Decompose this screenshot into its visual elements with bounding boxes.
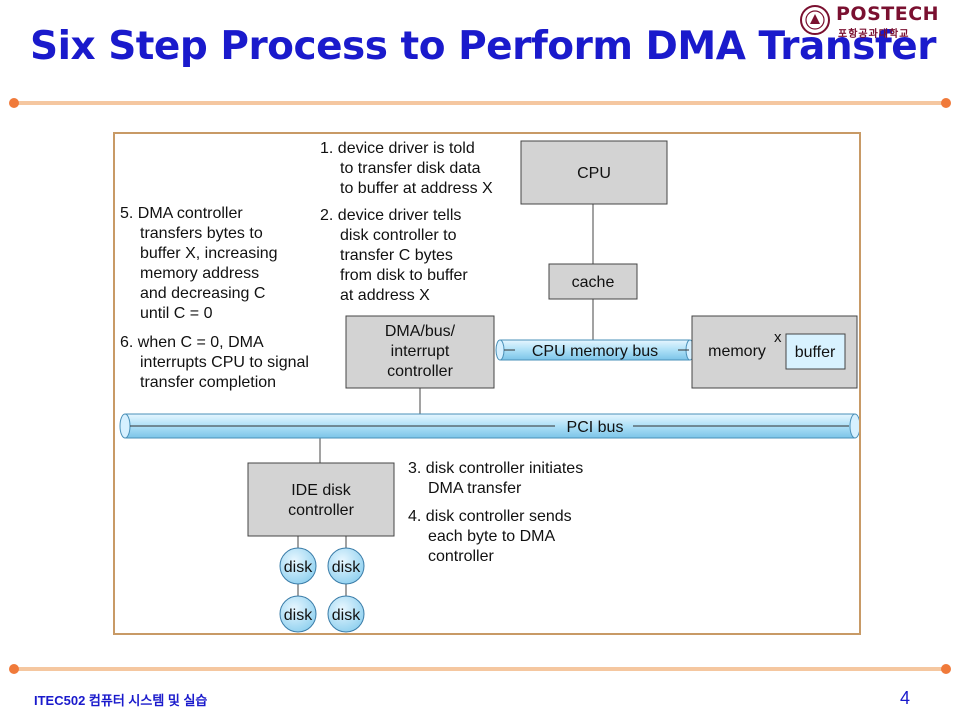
dma-diagram-canvas: CPU memory bus PCI bus CPU cache DMA/bus… <box>119 140 861 633</box>
cache-label: cache <box>572 274 615 291</box>
slide-title: Six Step Process to Perform DMA Transfer <box>30 24 936 69</box>
top-divider <box>9 98 951 108</box>
step5-line5: and decreasing C <box>140 285 265 302</box>
logo-subtext: 포항공과대학교 <box>838 29 910 40</box>
page-number: 4 <box>900 688 911 708</box>
step5-line4: memory address <box>140 265 259 282</box>
course-footer: ITEC502 컴퓨터 시스템 및 실습 <box>34 693 208 708</box>
postech-logo: POSTECH 포항공과대학교 <box>798 3 948 40</box>
dma-diagram: CPU memory bus PCI bus CPU cache DMA/bus… <box>113 132 861 635</box>
cpu-memory-bus-label: CPU memory bus <box>532 343 658 360</box>
disk-icon: disk <box>279 595 317 633</box>
disk-icon: disk <box>279 547 317 585</box>
step-annotations: 1. device driver is told to transfer dis… <box>120 140 583 565</box>
disk-label: disk <box>284 559 313 576</box>
step4-line3: controller <box>428 548 494 565</box>
pci-bus-label: PCI bus <box>567 419 624 436</box>
step1-line2: to transfer disk data <box>340 160 481 177</box>
step2-line1: 2. device driver tells <box>320 207 461 224</box>
bottom-divider <box>9 664 951 674</box>
memory-label: memory <box>708 343 766 360</box>
disk-icon: disk <box>327 547 365 585</box>
memory-box: memory x buffer <box>691 315 858 389</box>
step2-line2: disk controller to <box>340 227 457 244</box>
step1-line3: to buffer at address X <box>340 180 493 197</box>
ide-label-line2: controller <box>288 502 354 519</box>
disk-label: disk <box>332 607 361 624</box>
cpu-box: CPU <box>520 140 668 205</box>
disk-array: disk disk disk disk <box>279 547 365 633</box>
step4-line2: each byte to DMA <box>428 528 556 545</box>
step5-line2: transfers bytes to <box>140 225 263 242</box>
university-seal-icon <box>800 5 830 35</box>
disk-label: disk <box>284 607 313 624</box>
step6-line1: 6. when C = 0, DMA <box>120 334 264 351</box>
step4-line1: 4. disk controller sends <box>408 508 572 525</box>
cache-box: cache <box>548 263 638 300</box>
step5-line1: 5. DMA controller <box>120 205 243 222</box>
logo-wordmark: POSTECH <box>836 3 940 25</box>
dma-controller-box: DMA/bus/ interrupt controller <box>345 315 495 389</box>
connector-lines <box>297 204 594 597</box>
cpu-memory-bus: CPU memory bus <box>495 339 695 361</box>
disk-icon: disk <box>327 595 365 633</box>
cpu-label: CPU <box>577 165 611 182</box>
step3-line2: DMA transfer <box>428 480 522 497</box>
step3-line1: 3. disk controller initiates <box>408 460 583 477</box>
disk-label: disk <box>332 559 361 576</box>
buffer-label: buffer <box>795 344 836 361</box>
step2-line5: at address X <box>340 287 430 304</box>
pci-bus: PCI bus <box>119 413 861 439</box>
step2-line3: transfer C bytes <box>340 247 453 264</box>
step2-line4: from disk to buffer <box>340 267 468 284</box>
step5-line6: until C = 0 <box>140 305 213 322</box>
buffer-address-label: x <box>774 329 782 346</box>
step6-line3: transfer completion <box>140 374 276 391</box>
ide-label-line1: IDE disk <box>291 482 352 499</box>
step1-line1: 1. device driver is told <box>320 140 475 157</box>
dma-label-line2: interrupt <box>391 343 450 360</box>
ide-controller-box: IDE disk controller <box>247 462 395 537</box>
step6-line2: interrupts CPU to signal <box>140 354 309 371</box>
step5-line3: buffer X, increasing <box>140 245 278 262</box>
dma-label-line1: DMA/bus/ <box>385 323 456 340</box>
dma-label-line3: controller <box>387 363 453 380</box>
